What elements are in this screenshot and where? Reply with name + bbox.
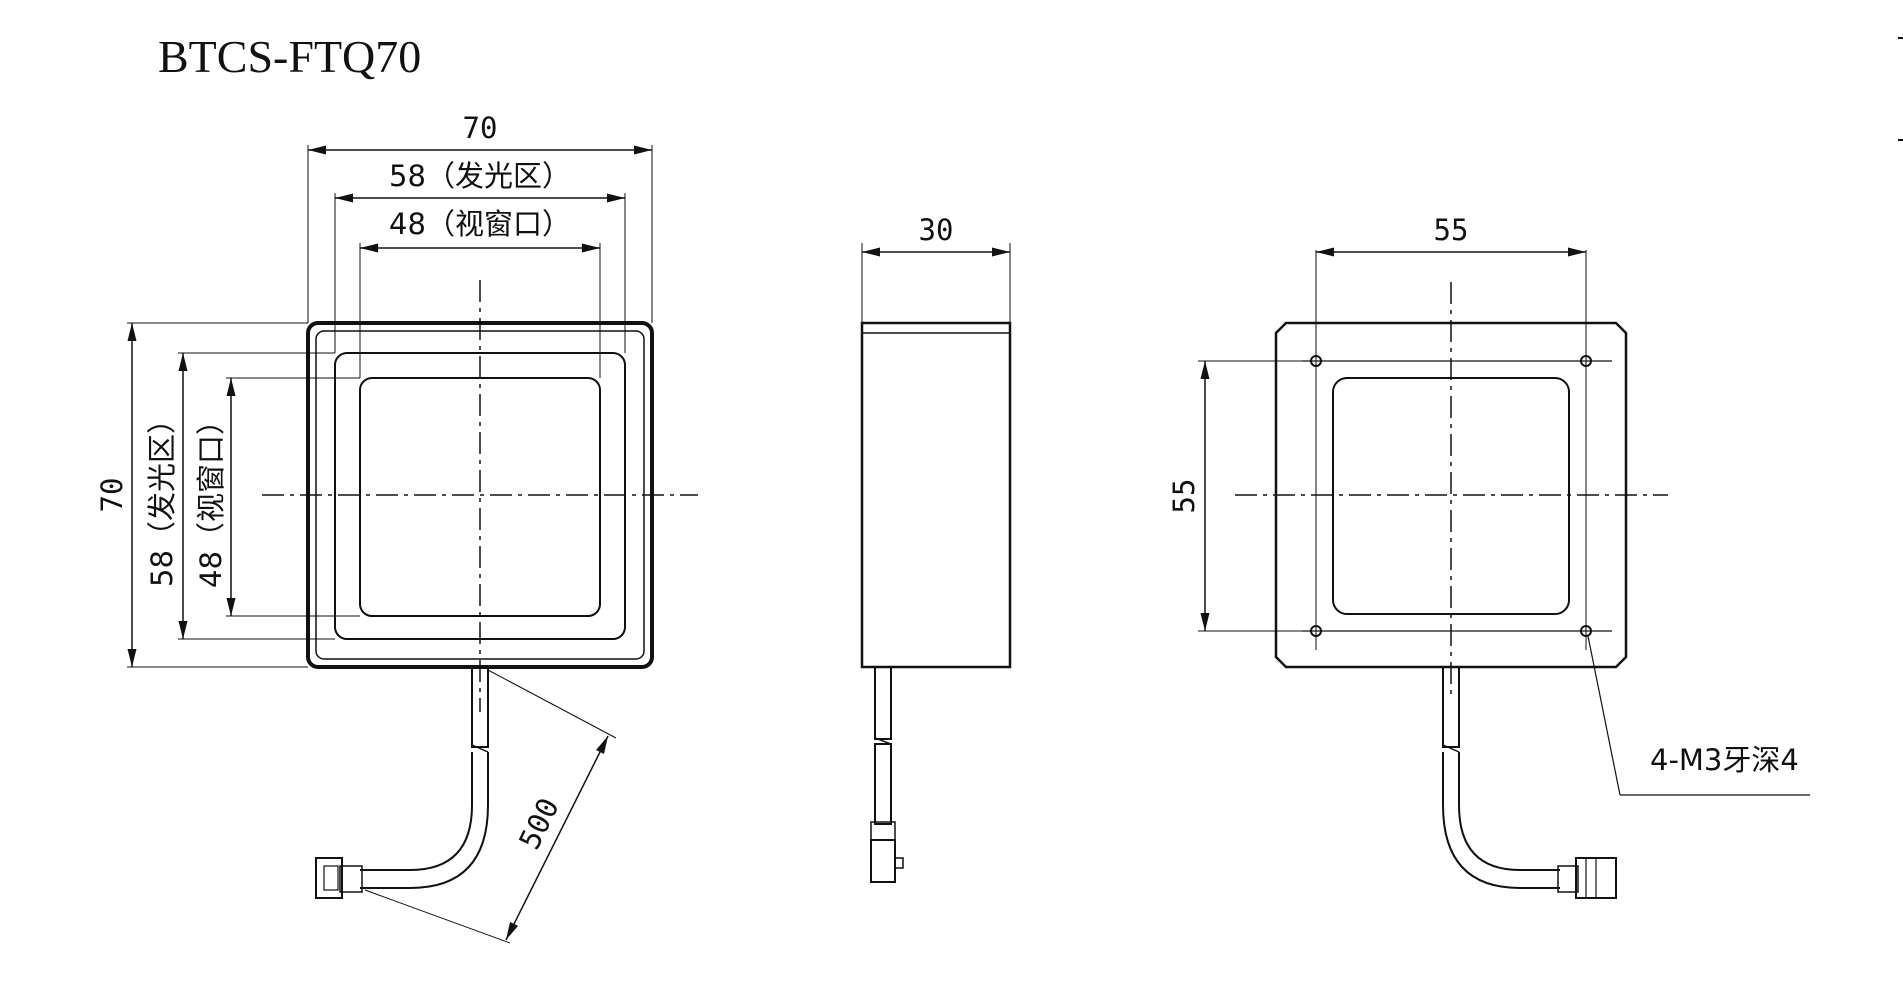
model-title: BTCS-FTQ70	[158, 31, 422, 82]
dim-width-window: 48（视窗口）	[389, 207, 571, 241]
dim-width-emitting: 58（发光区）	[389, 159, 571, 193]
mounting-hole	[1580, 355, 1592, 367]
dim-height-emitting: 58（发光区）	[145, 405, 179, 587]
dim-line-500	[505, 735, 609, 941]
back-view: 55 55 4-M3牙深4	[1167, 213, 1810, 899]
dim-hole-spacing-v: 55	[1167, 479, 1201, 514]
dim-depth: 30	[919, 213, 954, 247]
dim-height-overall: 70	[95, 478, 129, 513]
dim-hole-spacing-h: 55	[1434, 213, 1469, 247]
dim-height-window: 48（视窗口）	[194, 406, 228, 588]
front-cable	[315, 666, 489, 899]
ext-line	[487, 669, 617, 739]
back-cable	[1442, 666, 1617, 899]
dim-cable-length: 500	[512, 793, 566, 855]
side-housing	[860, 321, 1012, 669]
thread-note: 4-M3牙深4	[1650, 743, 1799, 777]
leader-line	[1587, 635, 1621, 796]
front-view: 70 58（发光区） 48（视窗口） 70 58（发光区） 48（视窗口）	[95, 111, 698, 944]
mounting-hole	[1580, 625, 1592, 637]
side-view: 30	[860, 213, 1012, 883]
ext-line	[364, 889, 511, 944]
side-cable	[870, 666, 904, 883]
back-housing	[1274, 321, 1628, 669]
dim-width-overall: 70	[463, 111, 498, 145]
